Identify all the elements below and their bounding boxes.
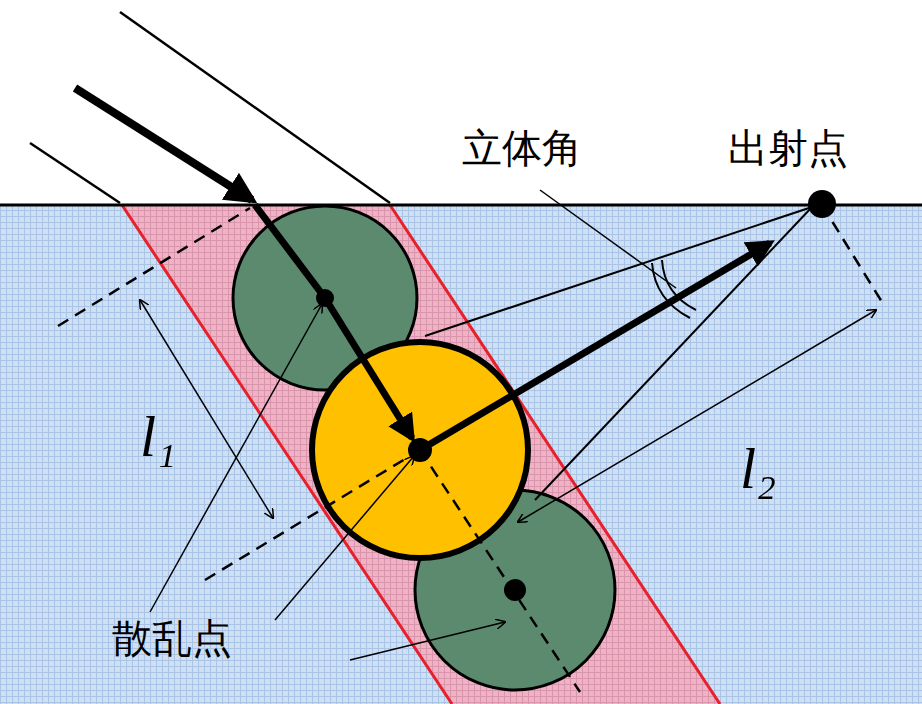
incident-ray — [120, 12, 390, 203]
surface-line — [0, 204, 922, 207]
dashed-guide — [205, 450, 420, 580]
medium — [0, 205, 922, 704]
path-arrow — [325, 298, 412, 438]
scatter-point — [316, 289, 334, 307]
incident-arrow — [75, 88, 252, 200]
incident-ray — [30, 143, 120, 203]
length-label: l₁ — [140, 408, 176, 466]
cone-line — [535, 207, 812, 500]
solid-angle-label: 立体角 — [462, 128, 582, 168]
path-arrow — [255, 205, 325, 298]
solid-angle-arc — [662, 260, 696, 310]
dashed-guide — [822, 205, 882, 302]
leader-line — [350, 622, 505, 660]
length-label: l₂ — [740, 440, 776, 498]
dimension-arrow — [140, 300, 273, 518]
scatter-point — [504, 579, 526, 601]
dashed-guide — [58, 208, 250, 326]
exit-point-label: 出射点 — [728, 128, 848, 168]
dimension-arrow — [518, 310, 876, 522]
scatter-point — [408, 438, 432, 462]
dashed-guide — [420, 450, 580, 692]
cone-line — [425, 207, 812, 336]
leader-line — [275, 456, 414, 620]
exit-point — [808, 190, 836, 218]
scatter-point-label: 散乱点 — [112, 618, 232, 658]
scatter-sphere — [312, 342, 528, 558]
exit-arrow — [420, 243, 770, 450]
